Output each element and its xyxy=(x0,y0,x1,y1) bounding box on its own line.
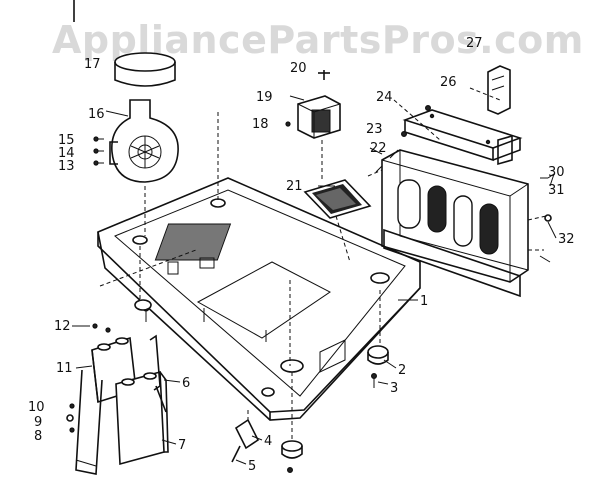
callout-10: 10 xyxy=(28,400,45,415)
hardware-30-32 xyxy=(539,172,555,263)
switch-part xyxy=(231,418,303,474)
callout-16: 16 xyxy=(88,107,105,122)
callout-23: 23 xyxy=(366,122,383,137)
callout-15: 15 xyxy=(58,133,75,148)
transformer xyxy=(285,70,341,139)
screws-13-15 xyxy=(93,136,104,166)
screws-8-12 xyxy=(66,323,111,433)
callout-12: 12 xyxy=(54,319,71,334)
callout-32: 32 xyxy=(558,232,575,247)
callout-3: 3 xyxy=(390,381,398,396)
callout-4: 4 xyxy=(264,434,272,449)
callout-labels: 1 2 3 4 5 6 7 8 9 10 11 12 13 14 15 16 1… xyxy=(28,36,575,474)
capacitor-assembly xyxy=(75,336,169,475)
lamp-housing xyxy=(375,149,529,298)
assembly-lines xyxy=(99,87,547,440)
filter-plate xyxy=(303,179,372,219)
base-tray xyxy=(97,177,421,421)
callout-27: 27 xyxy=(466,36,483,51)
capacitor-strap xyxy=(134,299,167,413)
callout-11: 11 xyxy=(56,361,73,376)
callout-2: 2 xyxy=(398,363,406,378)
rubber-foot xyxy=(367,345,389,388)
callout-19: 19 xyxy=(256,90,273,105)
callout-5: 5 xyxy=(248,459,256,474)
callout-22: 22 xyxy=(370,141,387,156)
callout-7: 7 xyxy=(178,438,186,453)
callout-31: 31 xyxy=(548,183,565,198)
top-shield xyxy=(402,109,523,162)
callout-21: 21 xyxy=(286,179,303,194)
callout-14: 14 xyxy=(58,146,75,161)
callout-18: 18 xyxy=(252,117,269,132)
callout-13: 13 xyxy=(58,159,75,174)
vent-cap xyxy=(114,52,176,87)
callout-24: 24 xyxy=(376,90,393,105)
leader-lines xyxy=(72,95,557,465)
callout-26: 26 xyxy=(440,75,457,90)
mounting-bracket xyxy=(401,65,513,166)
callout-8: 8 xyxy=(34,429,42,444)
blower-assembly xyxy=(109,99,179,183)
callout-30: 30 xyxy=(548,165,565,180)
callout-1: 1 xyxy=(420,294,428,309)
callout-17: 17 xyxy=(84,57,101,72)
callout-20: 20 xyxy=(290,61,307,76)
callout-6: 6 xyxy=(182,376,190,391)
callout-9: 9 xyxy=(34,415,42,430)
